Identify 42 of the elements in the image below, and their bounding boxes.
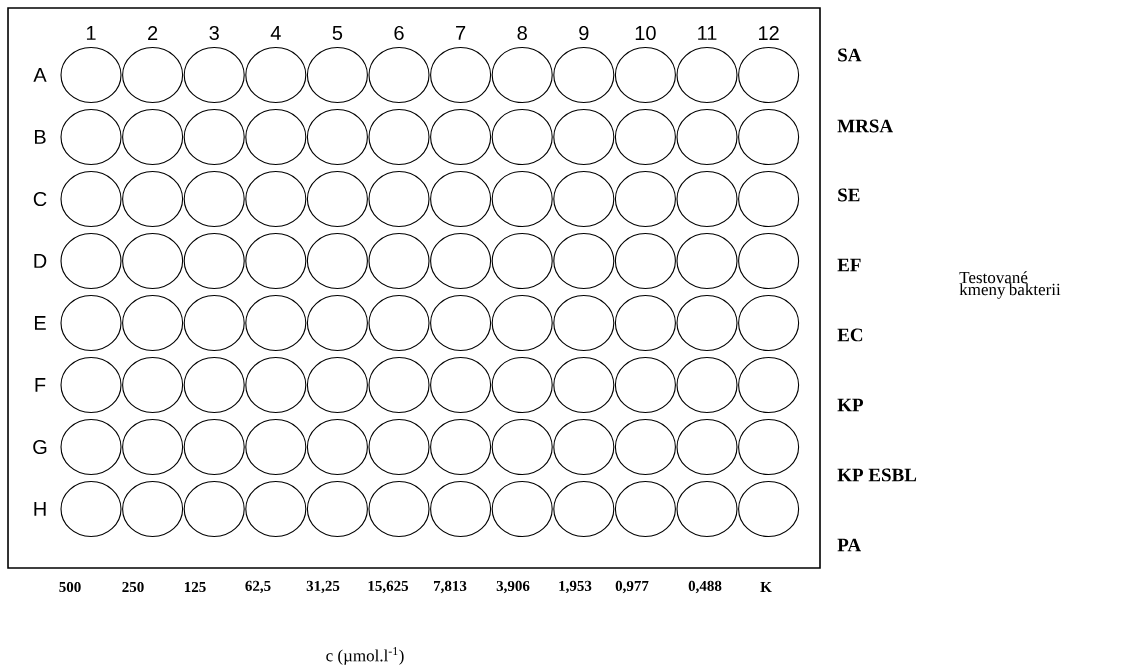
row-letter: G: [33, 439, 47, 455]
column-number: 7: [456, 26, 466, 40]
strain-label: EC: [837, 328, 863, 342]
side-note: Testované kmeny bakterii: [959, 271, 1061, 299]
strain-label: SE: [838, 188, 860, 202]
row-letter: F: [35, 378, 46, 392]
strain-label: EF: [837, 258, 861, 272]
concentration-value: 0,488: [688, 580, 722, 594]
column-number: 2: [148, 26, 158, 40]
row-letter: D: [34, 254, 47, 268]
column-number: 5: [332, 26, 343, 40]
concentration-value: 0,977: [615, 580, 649, 594]
column-number: 10: [635, 25, 656, 41]
row-letter: E: [35, 316, 46, 330]
column-number: 12: [759, 26, 779, 40]
column-number: 4: [270, 26, 281, 40]
strain-label: KP ESBL: [837, 468, 917, 482]
strain-label: KP: [837, 398, 864, 412]
concentration-value: 500: [59, 581, 81, 593]
column-number: 1: [86, 26, 96, 40]
concentration-value: 7,813: [434, 580, 467, 594]
column-number: 9: [579, 25, 589, 41]
strain-label: SA: [838, 48, 862, 62]
concentration-value: 62,5: [245, 580, 271, 594]
row-letter: A: [33, 68, 47, 82]
column-number: 6: [394, 25, 404, 41]
concentration-value: 125: [184, 581, 206, 592]
concentration-value: 31,25: [306, 580, 340, 594]
column-number: 11: [698, 26, 717, 40]
concentration-value: K: [760, 582, 772, 592]
row-letter: B: [35, 130, 46, 144]
strain-label: PA: [837, 538, 861, 552]
concentration-value: 250: [122, 581, 144, 593]
concentration-value: 15,625: [368, 580, 409, 594]
row-letter: C: [33, 191, 47, 207]
concentration-value: 3,906: [496, 580, 530, 594]
concentration-value: 1,953: [559, 580, 592, 594]
row-letter: H: [34, 502, 46, 516]
column-number: 3: [209, 25, 219, 41]
strain-label: MRSA: [837, 119, 893, 133]
column-number: 8: [517, 25, 527, 41]
axis-label: c (µmol.l$^{-1}$): [326, 647, 404, 665]
